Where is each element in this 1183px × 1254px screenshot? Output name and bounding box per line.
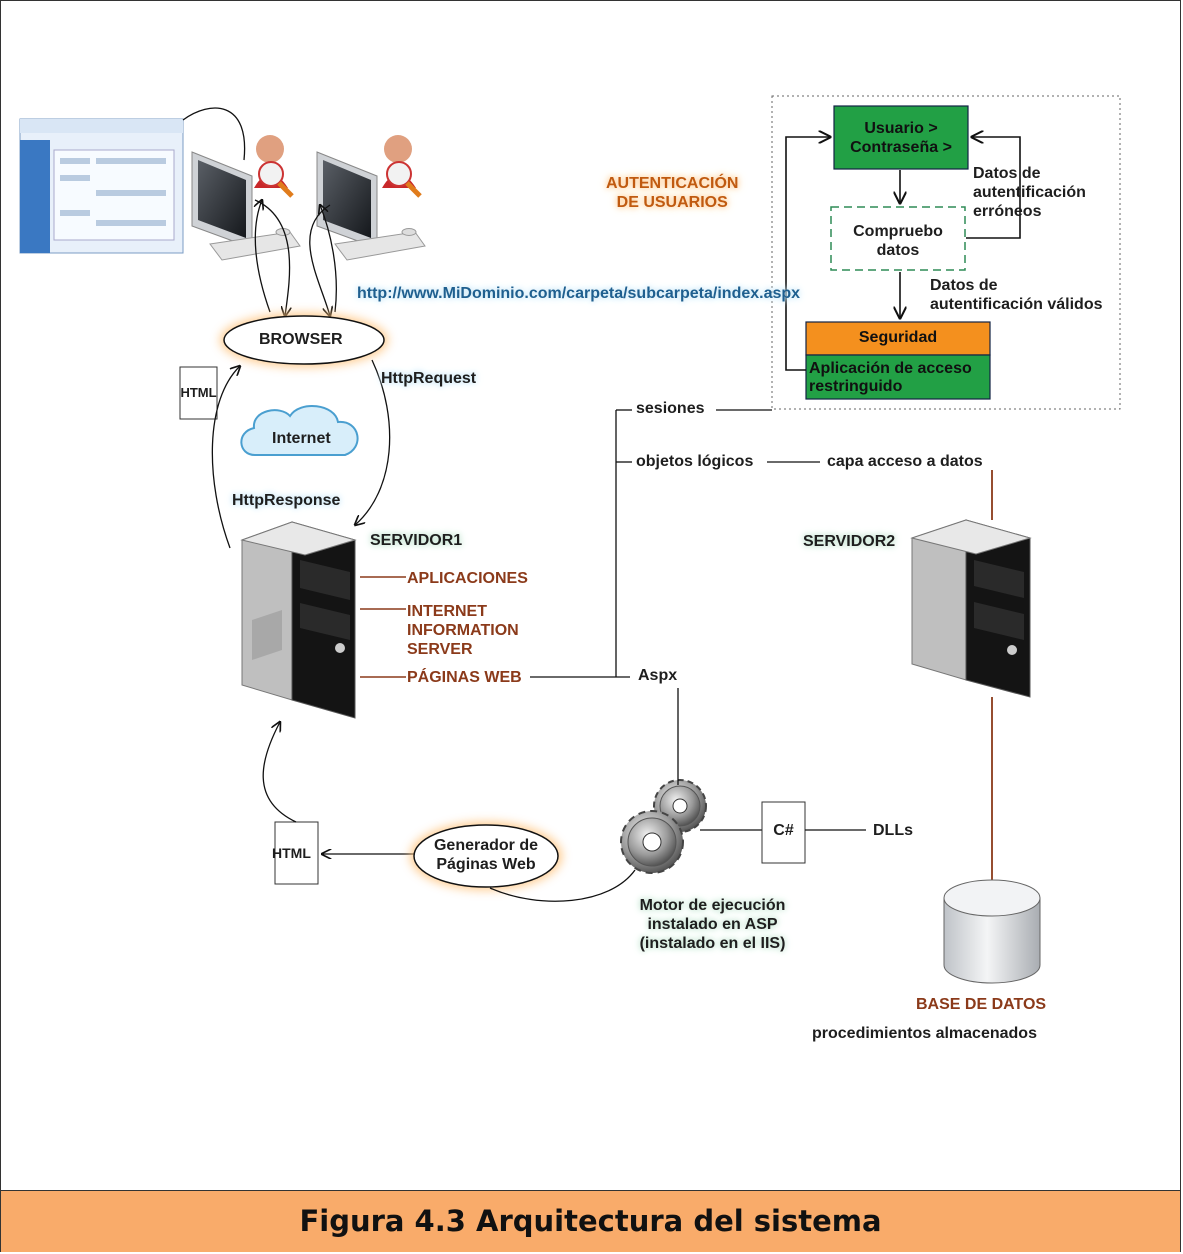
capa-acceso-label: capa acceso a datos	[827, 453, 983, 470]
http-response-label: HttpResponse	[232, 492, 341, 509]
base-datos-label: BASE DE DATOS	[916, 996, 1047, 1013]
auth-check-label: Compruebo datos	[853, 223, 943, 259]
browser-label: BROWSER	[259, 331, 343, 348]
objetos-logicos-label: objetos lógicos	[636, 453, 754, 470]
html-top-label: HTML	[180, 385, 217, 400]
auth-title: AUTENTICACIÓN DE USUARIOS	[606, 174, 738, 212]
html-document-top	[179, 366, 218, 420]
servidor2-label: SERVIDOR2	[803, 533, 896, 550]
internet-label: Internet	[272, 430, 331, 447]
http-request-label: HttpRequest	[381, 370, 477, 387]
auth-panel	[771, 95, 1121, 410]
auth-check-box	[830, 206, 966, 271]
client-computer-2	[316, 135, 426, 261]
aspx-label: Aspx	[638, 667, 678, 684]
servidor1-tower	[240, 521, 357, 719]
iis-label: INTERNET INFORMATION SERVER	[407, 603, 519, 658]
servidor1-label: SERVIDOR1	[370, 532, 463, 549]
figure-caption: Figura 4.3 Arquitectura del sistema	[299, 1204, 882, 1238]
dlls-label: DLLs	[873, 822, 913, 839]
auth-title-text: AUTENTICACIÓN DE USUARIOS	[606, 175, 739, 211]
gears-icon	[620, 779, 707, 874]
aplicaciones-label: APLICACIONES	[407, 570, 528, 587]
auth-wrong-label: Datos de autentificación erróneos	[973, 165, 1086, 220]
auth-app-label: Aplicación de acceso restringuido	[809, 360, 972, 395]
servidor2-tower	[910, 470, 1032, 905]
html-document-bottom	[274, 821, 319, 885]
browser-node	[223, 315, 385, 365]
generador-label: Generador de Páginas Web	[433, 837, 539, 873]
sesiones-label: sesiones	[636, 400, 705, 417]
procedimientos-label: procedimientos almacenados	[812, 1025, 1037, 1042]
auth-security-box	[805, 321, 991, 356]
auth-valid-label: Datos de autentificación válidos	[930, 277, 1103, 313]
auth-user-box	[833, 105, 969, 170]
webpage-thumbnail	[19, 118, 184, 254]
paginas-web-label: PÁGINAS WEB	[407, 669, 522, 686]
motor-label: Motor de ejecución instalado en ASP (ins…	[639, 897, 786, 952]
csharp-document	[761, 801, 806, 864]
html-bottom-label: HTML	[272, 845, 311, 861]
internet-cloud	[240, 404, 359, 456]
database-cylinder	[943, 879, 1041, 984]
auth-app-box	[805, 354, 991, 400]
client-computer-1	[191, 135, 301, 261]
url-label: http://www.MiDominio.com/carpeta/subcarp…	[357, 285, 801, 302]
auth-user-label: Usuario > Contraseña >	[850, 120, 952, 156]
auth-security-label: Seguridad	[858, 329, 938, 346]
generador-node	[413, 824, 559, 888]
caption-band: Figura 4.3 Arquitectura del sistema	[1, 1190, 1180, 1252]
csharp-label: C#	[773, 822, 794, 839]
